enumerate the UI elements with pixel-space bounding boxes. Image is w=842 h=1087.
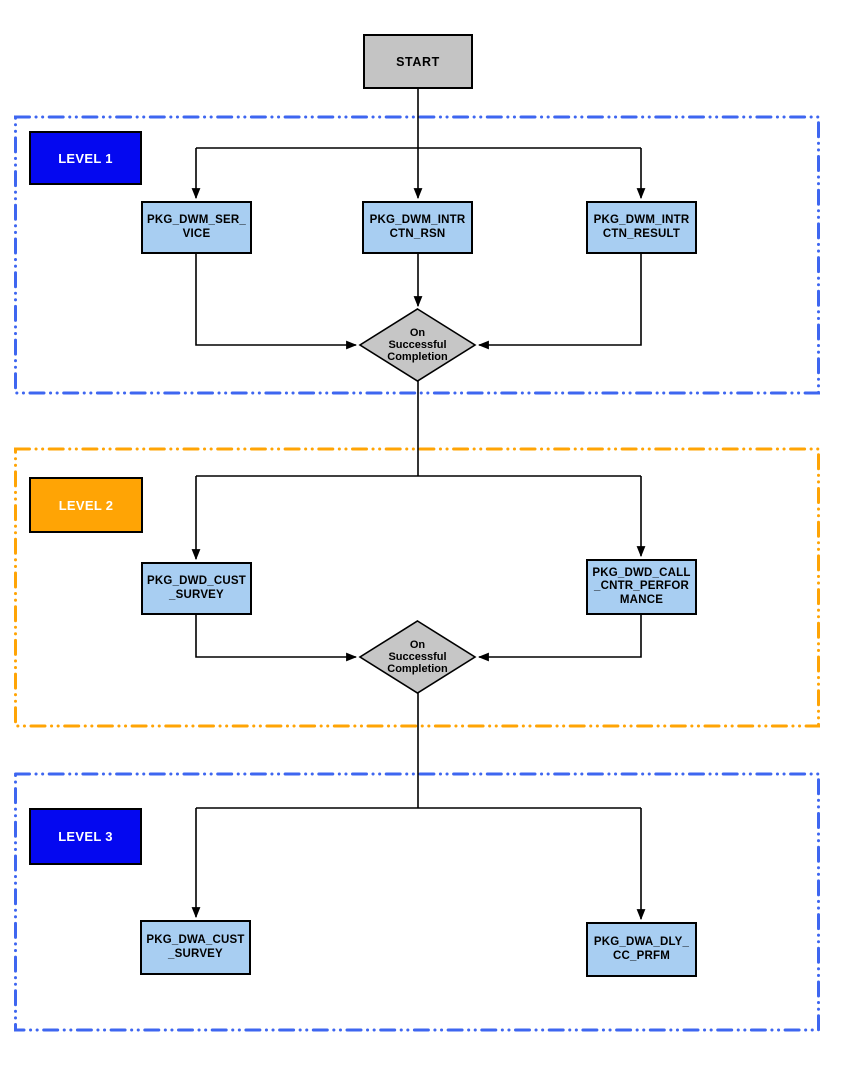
task-pkg-dwa-cust-survey: PKG_DWA_CUST _SURVEY (140, 920, 251, 975)
task-1-to-decision (195, 254, 358, 350)
connectors-level-2 (191, 475, 646, 808)
connectors-level-3 (191, 807, 646, 921)
task-pkg-dwa-dly-cc-prfm: PKG_DWA_DLY_ CC_PRFM (586, 922, 697, 977)
decision-label-level-2: On Successful Completion (387, 638, 448, 676)
level-3-label: LEVEL 3 (29, 808, 142, 865)
level-3-container-border (14, 772, 820, 1032)
decision-diamond-level-1 (358, 308, 477, 382)
task-pkg-dwm-service: PKG_DWM_SER_ VICE (141, 201, 252, 254)
level-2-container-border (14, 447, 820, 728)
task-pkg-dwd-cust-survey: PKG_DWD_CUST _SURVEY (141, 562, 252, 615)
connectors-level-1 (191, 89, 646, 476)
start-node: START (363, 34, 473, 89)
level-2-label: LEVEL 2 (29, 477, 143, 533)
level-1-label: LEVEL 1 (29, 131, 142, 185)
decision-label-level-1: On Successful Completion (387, 326, 448, 364)
task-pkg-dwm-intrctn-result: PKG_DWM_INTR CTN_RESULT (586, 201, 697, 254)
decision-diamond-level-2 (358, 620, 477, 694)
task-4-to-decision (195, 615, 358, 662)
task-3-to-decision (477, 254, 642, 350)
task-pkg-dwm-intrctn-rsn: PKG_DWM_INTR CTN_RSN (362, 201, 473, 254)
task-pkg-dwd-call-cntr-performance: PKG_DWD_CALL _CNTR_PERFOR MANCE (586, 559, 697, 615)
task-5-to-decision (477, 615, 642, 662)
